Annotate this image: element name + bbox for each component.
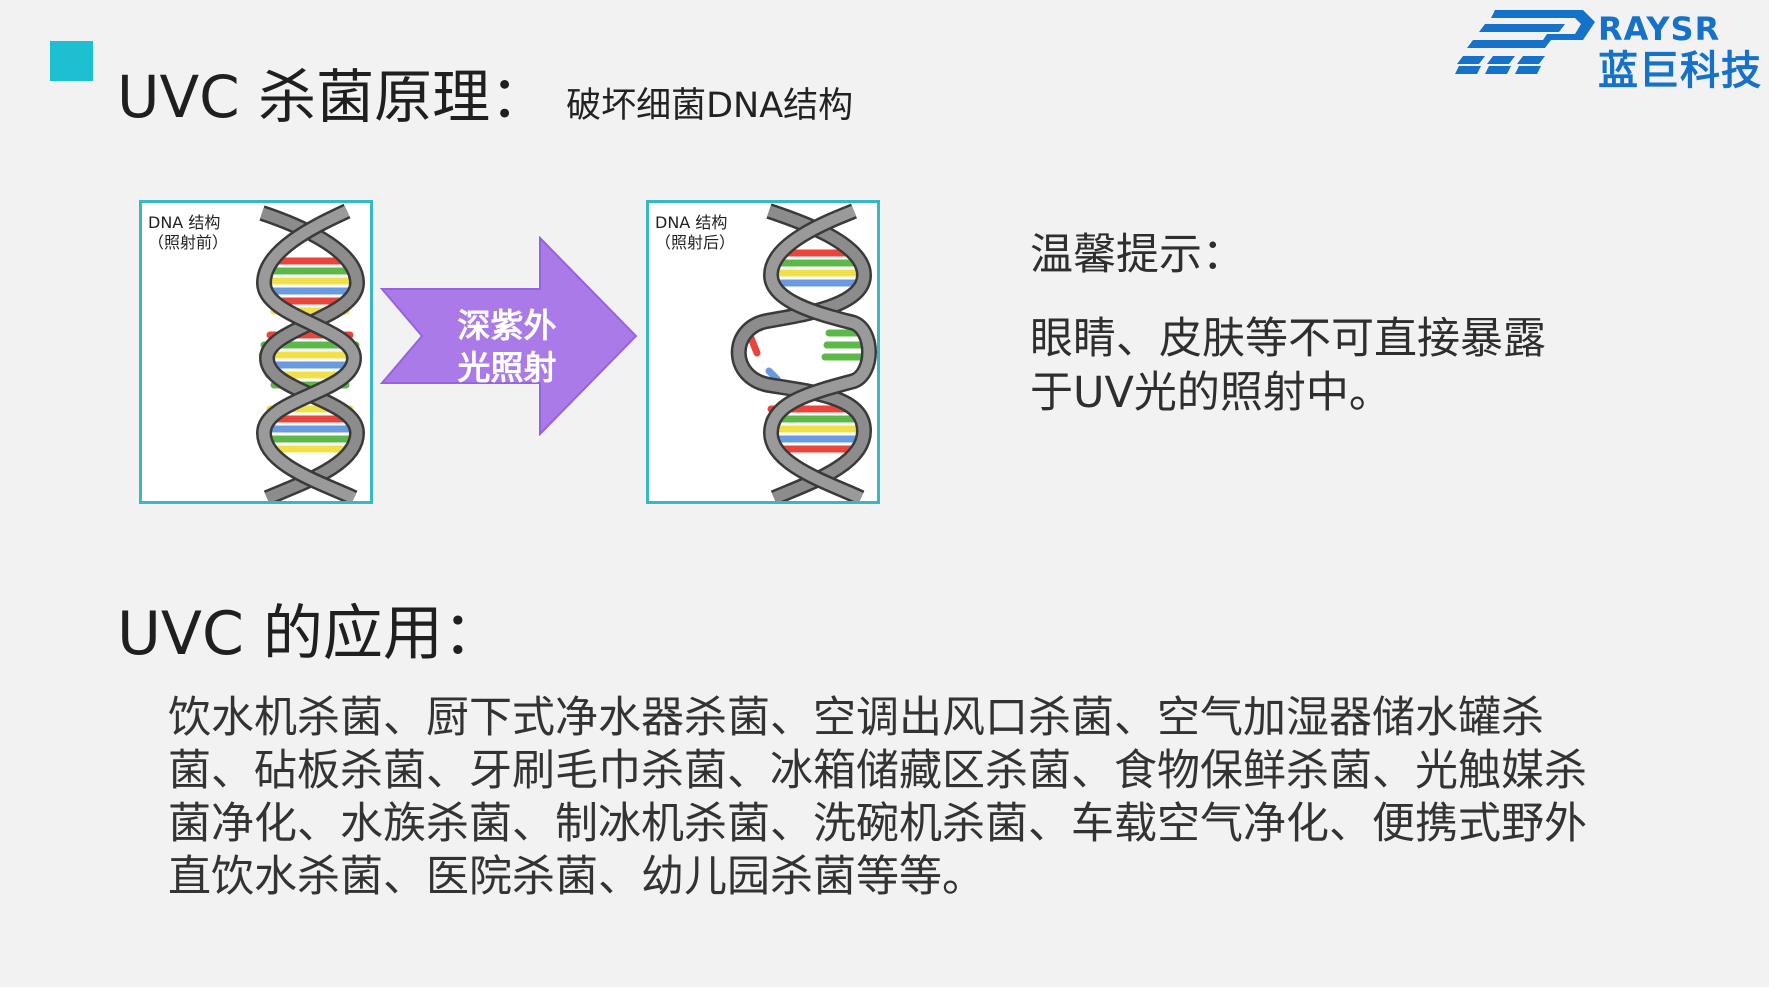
- page-title: UVC 杀菌原理：: [117, 63, 549, 131]
- dna-before-label-line2: （照射前）: [148, 233, 229, 252]
- dna-after-label-line2: （照射后）: [655, 233, 736, 252]
- dna-before-label-line1: DNA 结构: [148, 213, 221, 232]
- title-bullet-square: [50, 41, 93, 81]
- dna-before-panel: DNA 结构 （照射前）: [139, 200, 373, 504]
- page-subtitle: 破坏细菌DNA结构: [566, 86, 854, 126]
- uv-arrow-label-line2: 光照射: [457, 348, 557, 387]
- safety-tip: 温馨提示： 眼睛、皮肤等不可直接暴露于UV光的照射中。: [1030, 228, 1570, 420]
- company-logo: RAYSR 蓝巨科技: [1455, 10, 1761, 94]
- dna-after-label-line1: DNA 结构: [655, 213, 728, 232]
- uv-arrow-icon: [380, 236, 638, 436]
- dna-after-panel: DNA 结构 （照射后）: [646, 200, 880, 504]
- logo-brand-en: RAYSR: [1598, 10, 1721, 48]
- title-row: UVC 杀菌原理： 破坏细菌DNA结构: [117, 50, 853, 134]
- logo-brand-cn: 蓝巨科技: [1598, 48, 1762, 94]
- uv-arrow-label: 深紫外 光照射: [448, 305, 566, 389]
- safety-tip-body: 眼睛、皮肤等不可直接暴露于UV光的照射中。: [1030, 314, 1546, 418]
- dna-helix-intact-icon: [255, 203, 366, 501]
- dna-before-label: DNA 结构 （照射前）: [148, 213, 228, 253]
- logo-mark-icon: [1455, 10, 1595, 74]
- applications-heading: UVC 的应用：: [117, 599, 503, 669]
- uv-arrow-label-line1: 深紫外: [457, 306, 557, 345]
- dna-after-label: DNA 结构 （照射后）: [655, 213, 735, 253]
- applications-body: 饮水机杀菌、厨下式净水器杀菌、空调出风口杀菌、空气加湿器储水罐杀菌、砧板杀菌、牙…: [168, 693, 1587, 902]
- dna-helix-damaged-icon: [730, 203, 877, 501]
- safety-tip-title: 温馨提示：: [1030, 230, 1245, 280]
